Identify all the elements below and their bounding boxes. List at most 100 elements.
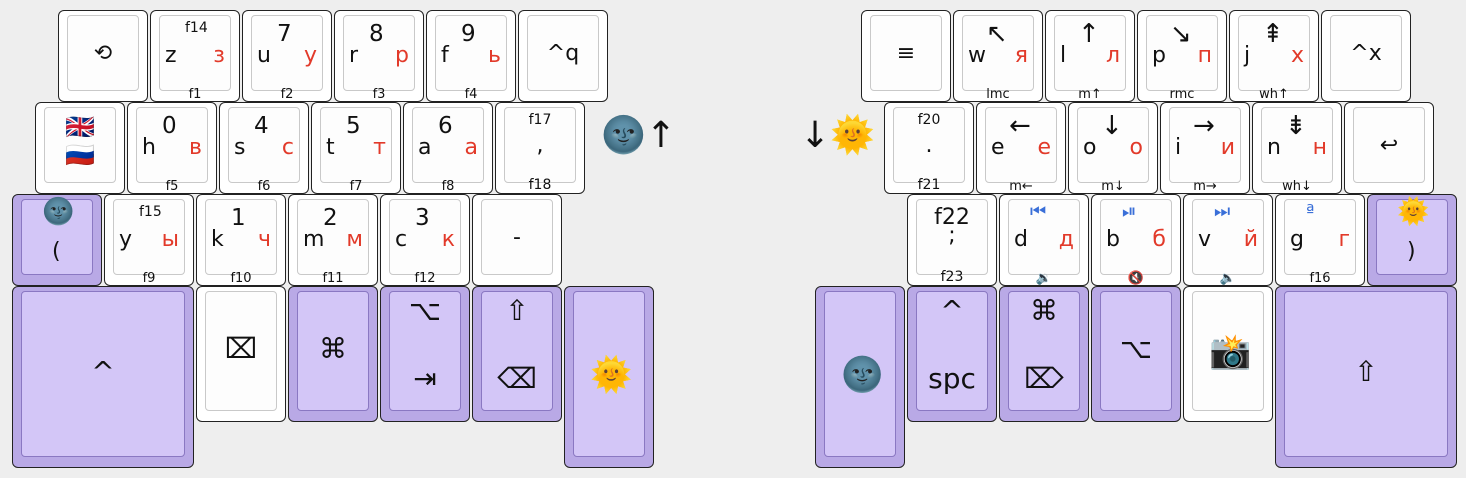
key-letter: n [1267,135,1281,160]
keycap [228,107,300,183]
layer-emoji-icon: 🌚 [841,355,884,395]
cyrillic-letter: н [1312,135,1327,160]
key-left_thumbs-3[interactable]: ⌥⇥ [380,286,470,422]
key-left_thumbs-5[interactable]: 🌞 [564,286,654,468]
key-fn-label: f3 [372,87,386,102]
key-fn-label: f4 [464,87,478,102]
key-letter: m [303,227,325,252]
key-letter: y [119,227,133,252]
key-right_r2-0[interactable]: f20.f21 [884,102,974,194]
key-main-label: ^q [546,41,580,66]
key-fn-label: f5 [165,179,179,194]
key-right_r1-0[interactable]: ≡ [861,10,951,102]
key-letter: s [234,135,246,160]
key-right_r3-2[interactable]: b⏯б🔇 [1091,194,1181,286]
key-left_r1-0[interactable]: ⟲ [58,10,148,102]
key-right_r3-5[interactable]: 🌞) [1367,194,1457,286]
arrow-icon: → [1193,111,1215,141]
keycap [1146,15,1218,91]
cyrillic-letter: е [1037,135,1051,160]
key-left_r2-0[interactable]: 🇬🇧🇷🇺 [35,102,125,194]
key-left_r2-5[interactable]: f17,f18 [495,102,585,194]
keycap [113,199,185,275]
key-main-label: . [925,133,933,158]
keycap [21,291,185,457]
key-left_thumbs-2[interactable]: ⌘ [288,286,378,422]
key-left_r1-5[interactable]: ^q [518,10,608,102]
key-letter: i [1175,135,1182,160]
key-main-label: ) [1407,239,1416,264]
ru-flag-icon: 🇷🇺 [65,141,95,169]
key-letter: e [991,135,1005,160]
key-shift-label: f15 [139,204,162,220]
keycap [412,107,484,183]
keycap [205,199,277,275]
keycap [962,15,1034,91]
cyrillic-letter: с [281,135,294,160]
key-left_r3-0[interactable]: 🌚( [12,194,102,286]
key-fn-label: f7 [349,179,363,194]
key-right_r1-5[interactable]: ^x [1321,10,1411,102]
key-top-label: f17 [528,112,552,128]
key-right_thumbs-2[interactable]: ⌘⌦ [999,286,1089,422]
key-fn-label: wh↑ [1259,87,1289,102]
key-right_r3-3[interactable]: v⏭й🔈 [1183,194,1273,286]
key-left_thumbs-0[interactable]: ^ [12,286,194,468]
key-letter: o [1083,135,1097,160]
cyrillic-letter: ы [161,227,179,252]
keycap [1192,199,1264,275]
keycap [1330,15,1402,91]
keycap [389,291,461,411]
keycap [343,15,415,91]
key-left_r3-5[interactable]: - [472,194,562,286]
key-right_r3-0[interactable]: f22;f23 [907,194,997,286]
keycap [1008,291,1080,411]
keycap [1054,15,1126,91]
key-shift-label: 6 [438,113,453,139]
keycap [1261,107,1333,183]
key-shift-label: 2 [323,205,338,231]
keycap [985,107,1057,183]
key-fn-label: f12 [414,271,436,286]
key-left_thumbs-4[interactable]: ⇧⌫ [472,286,562,422]
key-left_thumbs-1[interactable]: ⌧ [196,286,286,422]
key-right_r3-1[interactable]: d⏮д🔉 [999,194,1089,286]
media-icon: ⏮ [1030,201,1047,222]
key-main-label: ( [52,239,61,264]
key-top-symbol: ⌘ [1030,294,1058,327]
key-right_r2-5[interactable]: ↩ [1344,102,1434,194]
keycap [297,199,369,275]
key-right_thumbs-0[interactable]: 🌚 [815,286,905,468]
key-right_thumbs-4[interactable]: 📸 [1183,286,1273,422]
key-main-label: , [536,133,544,158]
key-letter: r [349,43,359,68]
keycap [159,15,231,91]
key-right_thumbs-1[interactable]: ^spc [907,286,997,422]
keycap [67,15,139,91]
key-right_thumbs-5[interactable]: ⇧ [1275,286,1457,468]
key-right_thumbs-3[interactable]: ⌥ [1091,286,1181,422]
cyrillic-letter: м [346,227,363,252]
keycap [527,15,599,91]
